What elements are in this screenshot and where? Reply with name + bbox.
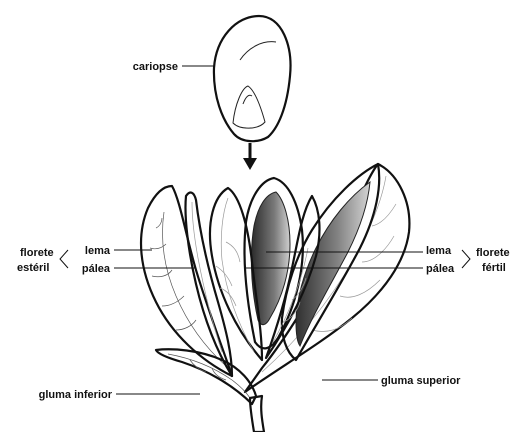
- label-fertile-floret-line1: florete: [476, 247, 510, 259]
- label-upper-glume: gluma superior: [381, 375, 461, 387]
- label-lemma-left: lema: [85, 245, 111, 257]
- label-palea-right: pálea: [426, 263, 455, 275]
- label-sterile-floret-line2: estéril: [17, 262, 49, 274]
- label-caryopsis: cariopse: [133, 61, 178, 73]
- label-lemma-right: lema: [426, 245, 452, 257]
- down-arrow-icon: [243, 143, 257, 170]
- label-sterile-floret-line1: florete: [20, 247, 54, 259]
- spikelet: [141, 164, 409, 432]
- label-lower-glume: gluma inferior: [39, 389, 113, 401]
- label-palea-left: pálea: [82, 263, 111, 275]
- label-fertile-floret-line2: fértil: [482, 262, 506, 274]
- caryopsis-embryo: [233, 86, 265, 128]
- lower-glume: [156, 349, 256, 404]
- caryopsis: [214, 16, 291, 141]
